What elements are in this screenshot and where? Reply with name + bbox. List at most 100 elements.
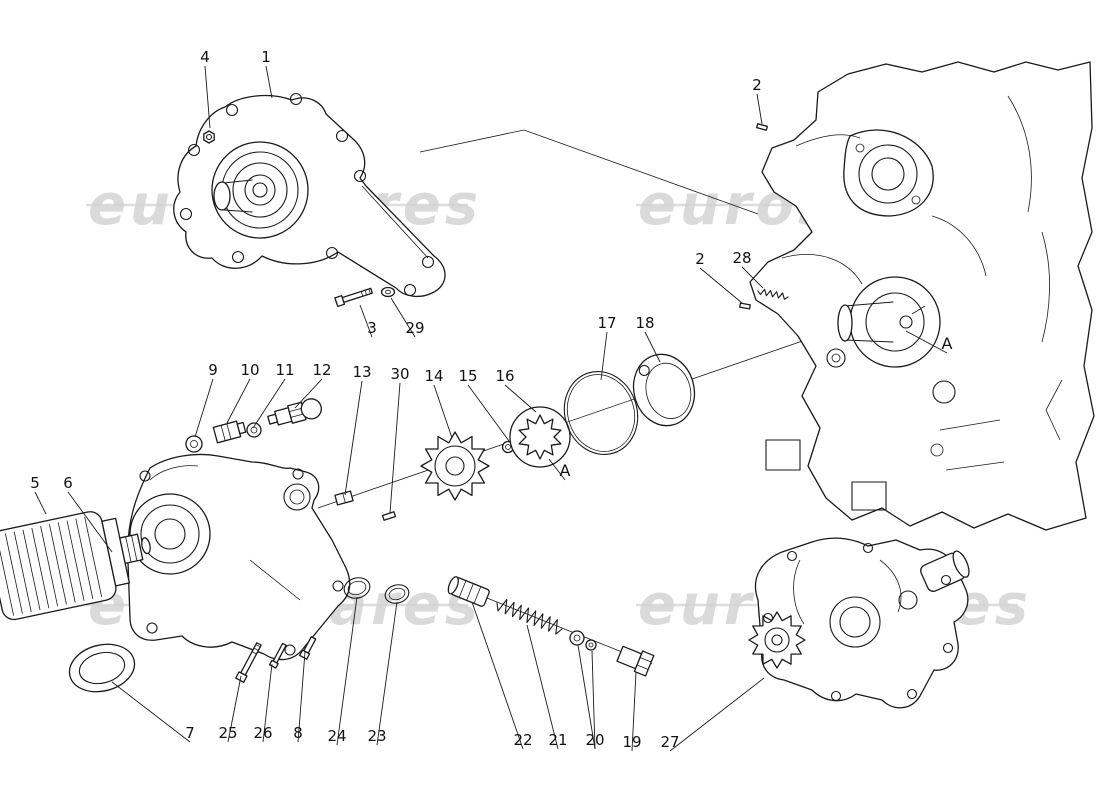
- part-number-callout: 9: [208, 361, 218, 379]
- leader-line: [548, 458, 566, 481]
- leader-line: [741, 266, 764, 289]
- pump-outlet-drawing: [920, 550, 970, 592]
- part-number-callout: 14: [424, 367, 443, 385]
- leader-line: [297, 651, 306, 743]
- leader-line: [226, 378, 251, 424]
- bolt-drawing: [235, 642, 262, 683]
- valve-plug-drawing: [616, 645, 655, 677]
- leader-line: [336, 596, 358, 746]
- part-number-callout: 2: [752, 76, 762, 94]
- oil-pump-body-drawing: [127, 398, 397, 661]
- bolt-drawing: [299, 636, 317, 660]
- part-number-callout: 7: [185, 724, 195, 742]
- leader-line: [471, 601, 524, 750]
- part-number-callout: 19: [622, 733, 641, 751]
- leader-line: [504, 384, 537, 413]
- leader-line: [227, 675, 242, 743]
- leader-line: [591, 650, 596, 750]
- bolt-drawing: [334, 287, 373, 308]
- pump-gear-drawing: [748, 611, 806, 669]
- leader-line: [905, 330, 948, 354]
- part-number-callout: 26: [253, 724, 272, 742]
- part-number-callout: 15: [458, 367, 477, 385]
- pin-drawing: [739, 302, 751, 310]
- part-number-callout: 16: [495, 367, 514, 385]
- part-number-callout: 27: [660, 733, 679, 751]
- valve-piston-drawing: [447, 576, 490, 607]
- oil-pump-rear-view-drawing: [748, 537, 970, 709]
- part-number-callout: 3: [367, 319, 377, 337]
- part-number-callout: 17: [597, 314, 616, 332]
- part-number-callout: 28: [732, 249, 751, 267]
- stud-spring-drawing: [757, 288, 789, 300]
- leader-line: [265, 65, 273, 99]
- part-number-callout: 1: [261, 48, 271, 66]
- part-number-callout: 10: [240, 361, 259, 379]
- o-ring-drawing: [563, 370, 639, 456]
- o-ring-small-drawing: [384, 584, 410, 604]
- part-number-callout: 13: [352, 363, 371, 381]
- part-number-callout: 30: [390, 365, 409, 383]
- leader-line: [756, 93, 763, 125]
- water-pump-assembly-drawing: [173, 92, 446, 308]
- part-number-callout: 18: [635, 314, 654, 332]
- leader-line: [34, 491, 47, 515]
- leader-line: [294, 378, 323, 409]
- stud-drawing: [268, 642, 287, 669]
- nut-drawing: [203, 130, 215, 144]
- seal-ring-drawing: [68, 643, 136, 693]
- plug-drawing: [334, 490, 354, 506]
- leader-line: [467, 384, 510, 442]
- part-number-callout: 21: [548, 731, 567, 749]
- valve-spring-drawing: [496, 598, 563, 635]
- part-number-callout: 2: [695, 250, 705, 268]
- leader-line: [699, 267, 743, 304]
- spring-seat-drawing: [585, 639, 597, 651]
- fitting-drawing: [212, 420, 247, 444]
- leader-line: [262, 663, 273, 743]
- inner-rotor-gear-drawing: [420, 431, 490, 501]
- view-letter: A: [560, 461, 571, 480]
- pump-cover-drawing: [632, 353, 696, 427]
- leader-line: [390, 297, 416, 338]
- part-number-callout: 11: [275, 361, 294, 379]
- spring-seat-drawing: [569, 630, 585, 646]
- washer-drawing: [380, 286, 396, 298]
- sensor-drawing: [267, 398, 322, 426]
- leader-line: [204, 65, 211, 129]
- leader-line: [526, 624, 559, 750]
- part-number-callout: 23: [367, 727, 386, 745]
- part-number-callout: 12: [312, 361, 331, 379]
- leader-line: [433, 384, 453, 439]
- part-number-callout: 20: [585, 731, 604, 749]
- part-number-callout: 4: [200, 48, 210, 66]
- leader-line: [252, 378, 286, 429]
- part-number-callout: 6: [63, 474, 73, 492]
- leader-line: [577, 644, 596, 750]
- leader-line: [67, 491, 113, 553]
- part-number-callout: 8: [293, 724, 303, 742]
- part-number-callout: 24: [327, 727, 346, 745]
- leader-line: [376, 601, 398, 746]
- leader-line: [644, 331, 661, 363]
- part-number-callout: 25: [218, 724, 237, 742]
- leader-line: [669, 677, 765, 752]
- leader-line: [194, 378, 214, 438]
- leader-line: [111, 681, 191, 743]
- leader-line: [359, 304, 373, 338]
- view-letter: A: [942, 334, 953, 353]
- fasteners-drawing: [235, 577, 410, 683]
- part-number-callout: 5: [30, 474, 40, 492]
- leader-line: [389, 382, 401, 514]
- pin-drawing: [381, 511, 397, 521]
- pin-drawing: [756, 123, 768, 131]
- part-number-callout: 29: [405, 319, 424, 337]
- leader-line: [344, 380, 363, 496]
- engine-block-drawing: [739, 61, 1095, 531]
- filter-nipple-drawing: [119, 533, 144, 565]
- oil-pump-rotors-drawing: [420, 353, 696, 501]
- o-ring-small-drawing: [343, 577, 371, 599]
